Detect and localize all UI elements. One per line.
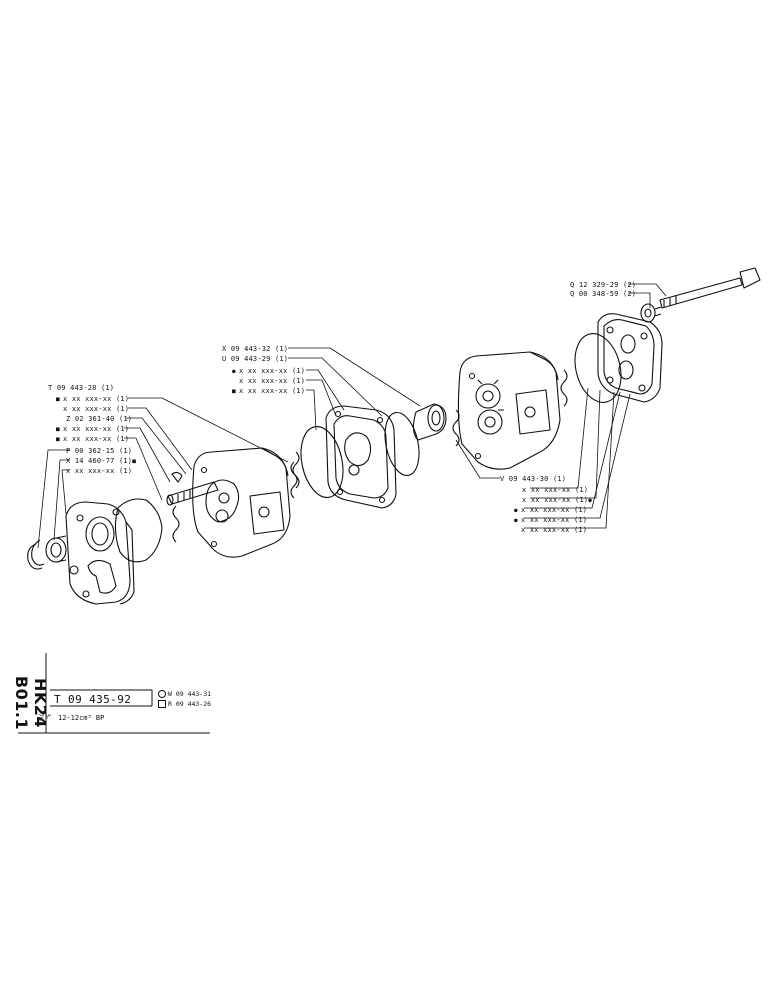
callout-right-3-text: x xx xxx-xx (1) bbox=[521, 506, 588, 514]
dot-marker: ● bbox=[514, 517, 518, 524]
callout-left-3: ■x xx xxx-xx (1) bbox=[56, 425, 129, 434]
callout-left-1: ■x xx xxx-xx (1) bbox=[56, 395, 129, 404]
callout-right-v: V 09 443-30 (1) bbox=[500, 475, 567, 483]
callout-right-4-text: x xx xxx-xx (1) bbox=[521, 516, 588, 524]
title-block-side: HK24 B01.1 3-76 bbox=[12, 650, 51, 735]
callout-mid-1: ●x xx xxx-xx (1) bbox=[232, 367, 305, 376]
end-cover-right bbox=[597, 313, 663, 403]
model-label: HK24 B01.1 bbox=[12, 675, 50, 731]
o-ring-middle bbox=[300, 425, 344, 499]
callout-right-3: ●x xx xxx-xx (1) bbox=[514, 506, 587, 515]
snap-ring bbox=[27, 539, 45, 570]
callout-right-2-text: x xx xxx-xx (1) bbox=[522, 496, 589, 504]
long-bolt bbox=[659, 267, 761, 309]
callout-right-4: ●x xx xxx-xx (1) bbox=[514, 516, 587, 525]
callout-bolt-b: Q 00 348-59 (2) bbox=[570, 290, 637, 298]
gear-housing-right bbox=[457, 351, 561, 470]
callout-left-1-text: x xx xxx-xx (1) bbox=[63, 395, 130, 403]
break-line-far-left bbox=[172, 505, 180, 543]
drive-shaft bbox=[166, 481, 219, 506]
callout-right-1: x xx xxx-xx (1) bbox=[522, 486, 589, 494]
callout-left-z: Z 02 361-40 (1) bbox=[66, 415, 133, 423]
callout-left-2: x xx xxx-xx (1) bbox=[63, 405, 130, 413]
square-marker: ■ bbox=[56, 426, 60, 433]
callout-left-5: x xx xxx-xx (1) bbox=[66, 467, 133, 475]
callout-mid-x: X 09 443-32 (1) bbox=[222, 345, 289, 353]
title-block-frame bbox=[18, 653, 210, 734]
gear-housing-left bbox=[192, 447, 291, 558]
callout-bolt-a: Q 12 329-29 (2) bbox=[570, 281, 637, 289]
callout-left-x: X 14 460-77 (1)■ bbox=[66, 457, 139, 466]
edition-label: 3-76 bbox=[36, 713, 51, 721]
callout-left-p: P 00 362-15 (1) bbox=[66, 447, 133, 455]
callout-mid-3: ■x xx xxx-xx (1) bbox=[232, 387, 305, 396]
alternative-circle-part: W 09 443-31 bbox=[168, 690, 212, 698]
callout-right-2: x xx xxx-xx (1)● bbox=[522, 496, 595, 505]
gasket-left bbox=[114, 498, 163, 563]
square-marker: ■ bbox=[132, 458, 137, 465]
callout-mid-3-text: x xx xxx-xx (1) bbox=[239, 387, 306, 395]
break-line-mid2 bbox=[452, 409, 460, 447]
middle-plate bbox=[325, 405, 397, 509]
description: 12-12cm³ BP bbox=[58, 714, 105, 722]
dot-marker: ● bbox=[514, 507, 518, 514]
callout-left-3-text: x xx xxx-xx (1) bbox=[63, 425, 130, 433]
alternative-square: R 09 443-26 bbox=[158, 700, 211, 708]
alternative-circle: W 09 443-31 bbox=[158, 690, 211, 698]
alternative-square-part: R 09 443-26 bbox=[168, 700, 212, 708]
callout-left-x-text: X 14 460-77 (1) bbox=[66, 457, 133, 465]
callout-left-t: T 09 443-28 (1) bbox=[48, 384, 115, 392]
coupling-sleeve bbox=[412, 403, 447, 441]
bolt-washer bbox=[640, 303, 662, 323]
callout-left-4: ■x xx xxx-xx (1) bbox=[56, 435, 129, 444]
callout-mid-2: x xx xxx-xx (1) bbox=[239, 377, 306, 385]
dot-marker: ● bbox=[232, 368, 236, 375]
dot-marker: ● bbox=[588, 497, 593, 504]
square-marker: ■ bbox=[56, 436, 60, 443]
callout-mid-u: U 09 443-29 (1) bbox=[222, 355, 289, 363]
front-flange bbox=[65, 501, 135, 605]
callout-left-4-text: x xx xxx-xx (1) bbox=[63, 435, 130, 443]
callout-mid-1-text: x xx xxx-xx (1) bbox=[239, 367, 306, 375]
break-line-mid bbox=[292, 451, 300, 489]
drawing-number: T 09 435-92 bbox=[54, 693, 132, 706]
break-line-left bbox=[290, 461, 298, 499]
callout-right-5: x xx xxx-xx (1) bbox=[521, 526, 588, 534]
square-marker: ■ bbox=[56, 396, 60, 403]
break-line-right bbox=[560, 369, 568, 407]
shaft-seal bbox=[45, 535, 67, 563]
o-ring-right bbox=[574, 333, 622, 403]
circle-marker bbox=[158, 690, 166, 698]
square-marker bbox=[158, 700, 166, 708]
square-marker: ■ bbox=[232, 388, 236, 395]
leader-lines bbox=[37, 283, 667, 549]
shaft-key bbox=[171, 471, 183, 483]
seal-ring-middle bbox=[384, 411, 420, 477]
